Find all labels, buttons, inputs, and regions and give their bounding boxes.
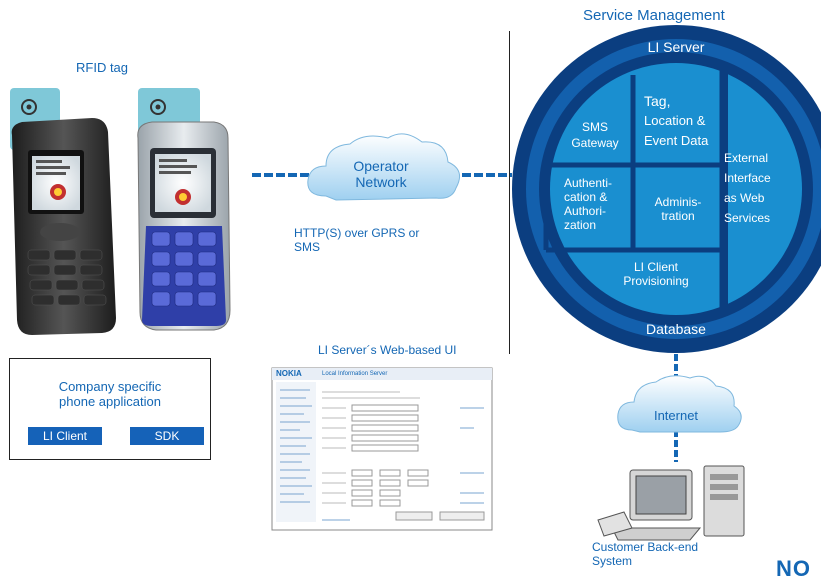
- client-prov-line1: LI Client: [633, 260, 679, 274]
- admin-line2: tration: [661, 209, 695, 223]
- sms-gateway-line1: SMS: [581, 120, 608, 134]
- backend-line1: Customer Back-end: [592, 540, 699, 554]
- external-line4: Services: [724, 211, 771, 225]
- company-line2: phone application: [59, 394, 161, 409]
- operator-network-cloud: [307, 133, 461, 201]
- phone-blue: [137, 121, 231, 331]
- nokia-logo: NO: [776, 556, 811, 581]
- li-client-pill: LI Client: [28, 427, 102, 445]
- web-ui-screenshot: [271, 367, 493, 531]
- client-prov-line2: Provisioning: [623, 274, 689, 288]
- li-server-circle: [512, 25, 821, 353]
- external-line3: as Web: [724, 191, 765, 205]
- rfid-tag-label: RFID tag: [76, 60, 129, 75]
- operator-label-line2: Network: [355, 174, 407, 190]
- li-server-title: LI Server: [647, 39, 705, 55]
- backend-line2: System: [592, 554, 633, 568]
- external-interface-label: External Interface as Web Services: [724, 148, 794, 228]
- company-app-text: Company specific phone application: [10, 379, 210, 409]
- operator-network-label: Operator Network: [346, 158, 416, 190]
- transport-line2: SMS: [294, 240, 321, 254]
- phone-dark: [11, 118, 116, 335]
- client-provisioning-label: LI Client Provisioning: [596, 260, 716, 288]
- database-label: Database: [646, 321, 706, 337]
- auth-line3: Authori-: [564, 204, 607, 218]
- auth-line1: Authenti-: [564, 176, 613, 190]
- web-ui-label: LI Server´s Web-based UI: [318, 343, 457, 357]
- operator-label-line1: Operator: [353, 158, 409, 174]
- sms-gateway-line2: Gateway: [571, 136, 619, 150]
- backend-computers: [597, 465, 745, 541]
- backend-label: Customer Back-end System: [592, 540, 732, 568]
- tag-location-label: Tag, Location & Event Data: [644, 91, 730, 151]
- tag-line3: Event Data: [644, 133, 709, 148]
- sms-gateway-label: SMS Gateway: [560, 120, 630, 150]
- web-ui-header-text: Local Information Server: [322, 371, 388, 377]
- authentication-label: Authenti- cation & Authori- zation: [564, 176, 634, 232]
- auth-line2: cation &: [564, 190, 608, 204]
- transport-line1: HTTP(S) over GPRS or: [294, 226, 420, 240]
- web-ui-brand: NOKIA: [276, 369, 302, 378]
- transport-label: HTTP(S) over GPRS or SMS: [294, 226, 474, 254]
- company-line1: Company specific: [58, 379, 162, 394]
- service-management-title: Service Management: [583, 7, 725, 24]
- internet-label: Internet: [653, 408, 699, 423]
- tag-line2: Location &: [644, 113, 706, 128]
- tag-line1: Tag,: [644, 93, 671, 109]
- internet-cloud: [617, 375, 742, 433]
- external-line2: Interface: [724, 171, 771, 185]
- administration-label: Adminis- tration: [640, 195, 716, 223]
- auth-line4: zation: [564, 218, 597, 232]
- sdk-pill: SDK: [130, 427, 204, 445]
- company-application-box: Company specific phone application LI Cl…: [9, 358, 211, 460]
- external-line1: External: [724, 151, 769, 165]
- admin-line1: Adminis-: [654, 195, 702, 209]
- separator-line: [509, 31, 510, 354]
